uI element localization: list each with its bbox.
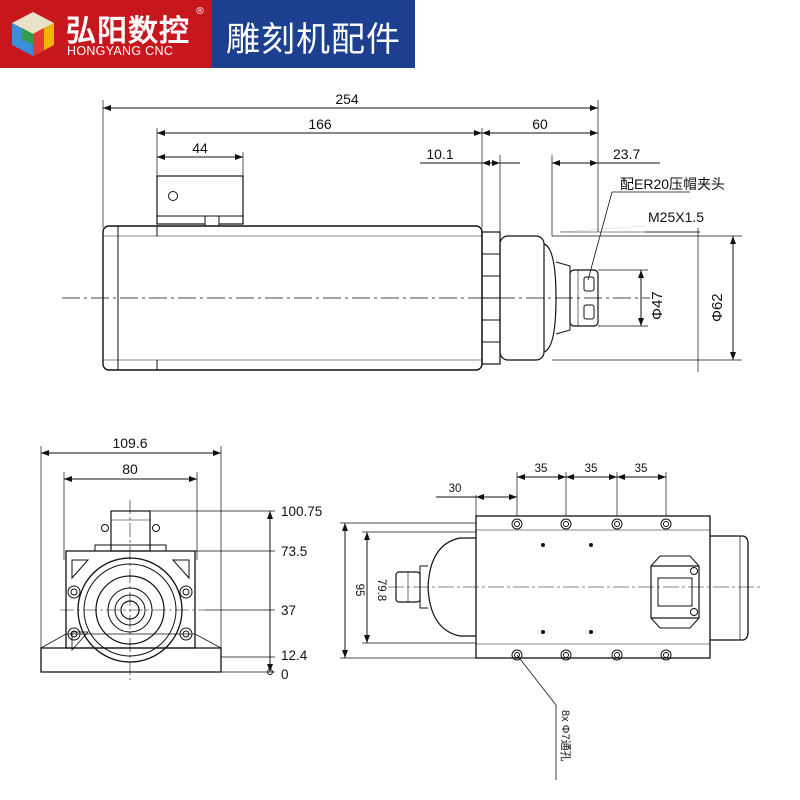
front-view-labels: 109.6 80 100.75 73.5 37 12.4 0 <box>112 435 322 682</box>
collet-note: 配ER20压帽夹头 <box>620 176 725 192</box>
brand-name-english: HONGYANG CNC <box>67 44 174 58</box>
height-label-5: 0 <box>281 667 289 682</box>
dim-width-total: 109.6 <box>112 435 147 451</box>
diameter-47: Φ47 <box>649 291 666 320</box>
registered-mark: ® <box>195 6 205 17</box>
dim-collet: 23.7 <box>613 146 640 162</box>
offset-label: 30 <box>449 483 462 495</box>
side-view <box>62 100 742 372</box>
height-label-4: 12.4 <box>281 648 308 663</box>
dim-nose-length: 60 <box>532 116 548 132</box>
brand-block: 弘阳数控 ® HONGYANG CNC <box>0 0 212 68</box>
brand-name-chinese: 弘阳数控 <box>66 14 190 49</box>
side-view-labels: 254 166 60 44 10.1 23.7 配ER20压帽夹头 M25X1.… <box>192 91 726 322</box>
page-title: 雕刻机配件 <box>226 20 401 60</box>
title-banner: 雕刻机配件 <box>212 0 415 68</box>
spacing-label-3: 35 <box>635 463 648 475</box>
diameter-62: Φ62 <box>709 293 726 322</box>
dim-total-length: 254 <box>335 91 359 107</box>
height-label-2: 73.5 <box>281 544 307 559</box>
header-bar: 弘阳数控 ® HONGYANG CNC 雕刻机配件 <box>0 0 800 68</box>
top-view <box>340 472 760 780</box>
spacing-label-1: 35 <box>535 463 548 475</box>
front-view <box>40 446 275 680</box>
top-view-labels: 35 35 35 30 95 79.8 8x Φ7通孔 <box>353 463 647 762</box>
height-label-3: 37 <box>281 603 296 618</box>
dim-width-inner: 80 <box>122 461 138 477</box>
cube-logo-icon <box>12 12 54 56</box>
dim-terminal-box: 44 <box>192 140 208 156</box>
thread-note: M25X1.5 <box>648 209 704 225</box>
dim-body-length: 166 <box>308 116 332 132</box>
dim-flange: 10.1 <box>426 146 453 162</box>
height-outer-label: 95 <box>353 584 365 597</box>
spacing-label-2: 35 <box>585 463 598 475</box>
height-label-1: 100.75 <box>281 504 322 519</box>
height-inner-label: 79.8 <box>375 579 387 601</box>
hole-note: 8x Φ7通孔 <box>559 710 572 762</box>
